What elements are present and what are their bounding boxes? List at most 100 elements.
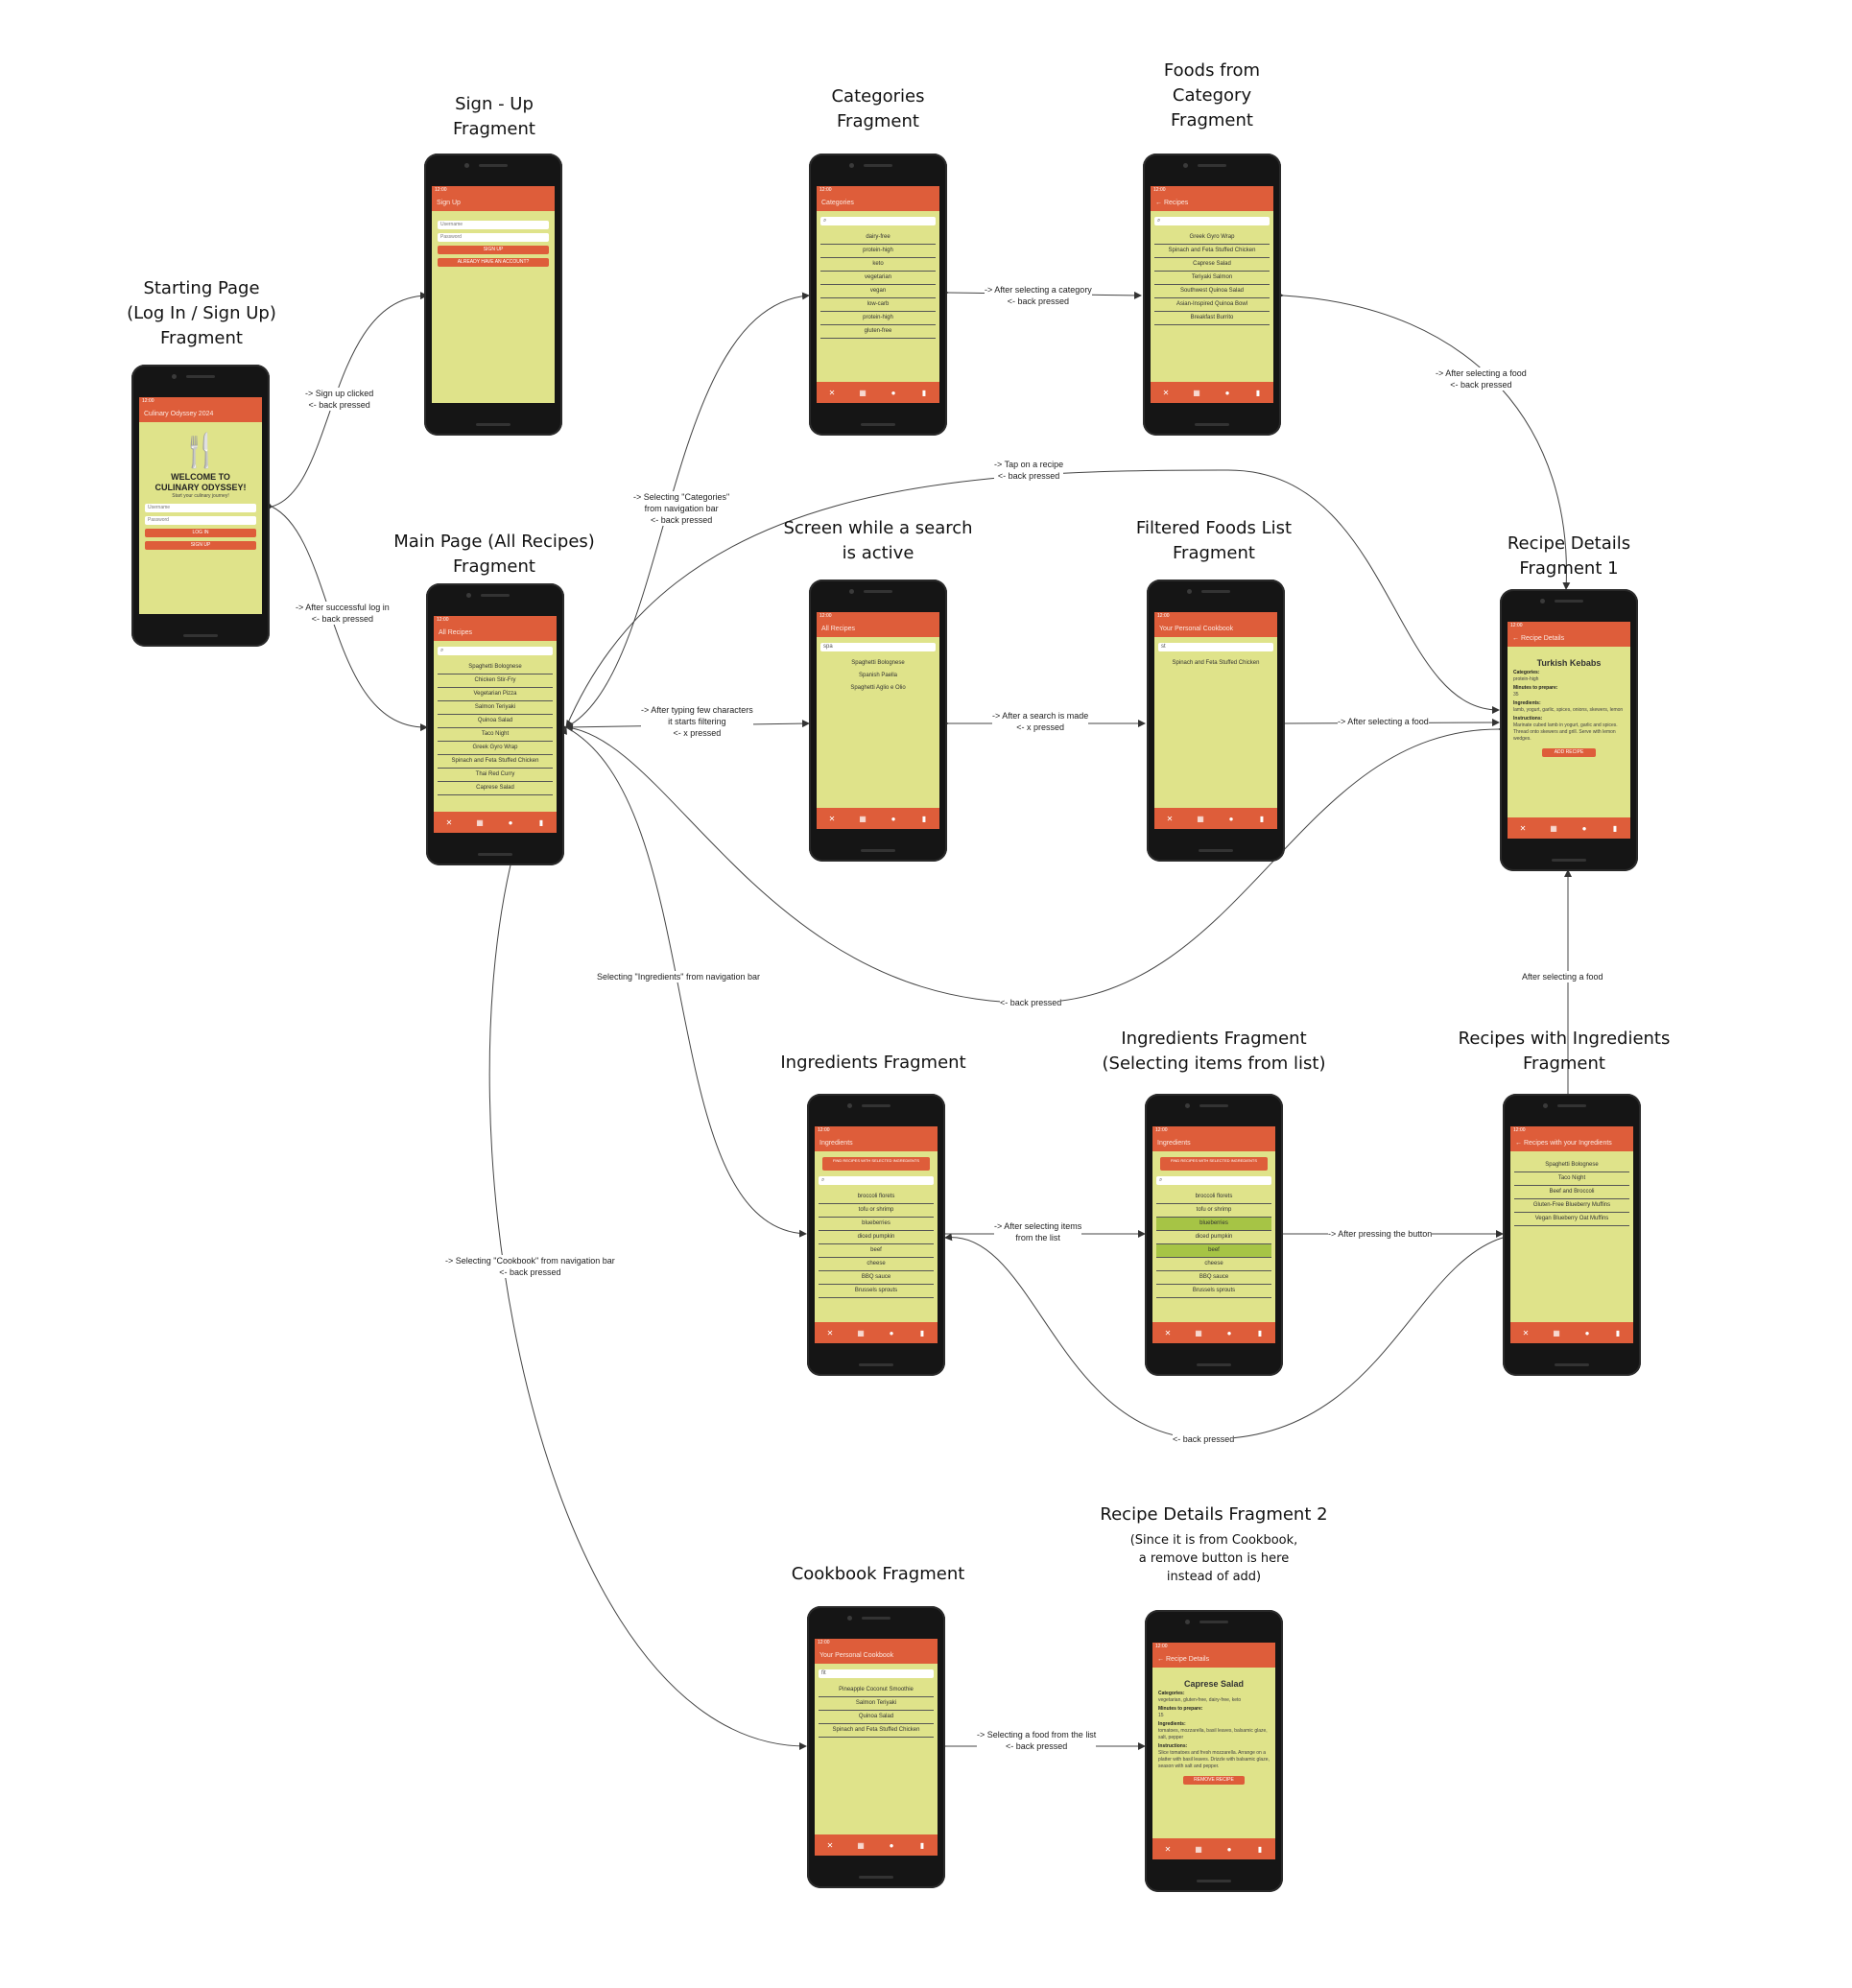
- book-icon[interactable]: ▮: [1257, 1844, 1263, 1854]
- search-input[interactable]: ⌕: [1156, 1176, 1271, 1185]
- ingredient-icon[interactable]: ●: [508, 817, 513, 827]
- ingredient-icon[interactable]: ●: [1584, 1328, 1590, 1337]
- password-field[interactable]: Password: [145, 516, 256, 525]
- book-icon[interactable]: ▮: [921, 814, 927, 823]
- ingredient-icon[interactable]: ●: [890, 814, 896, 823]
- list-item[interactable]: Chicken Stir-Fry: [438, 674, 553, 688]
- list-item[interactable]: Spinach and Feta Stuffed Chicken: [1154, 245, 1270, 258]
- ingredient-icon[interactable]: ●: [1581, 823, 1587, 833]
- list-item[interactable]: Spinach and Feta Stuffed Chicken: [438, 755, 553, 769]
- list-item[interactable]: Greek Gyro Wrap: [438, 742, 553, 755]
- username-field[interactable]: Username: [145, 504, 256, 512]
- book-icon[interactable]: ▮: [1257, 1328, 1263, 1337]
- find-recipes-button[interactable]: FIND RECIPES WITH SELECTED INGREDIENTS: [1160, 1157, 1268, 1171]
- list-item[interactable]: dairy-free: [820, 231, 936, 245]
- fork-knife-icon[interactable]: ✕: [1162, 388, 1170, 397]
- list-item[interactable]: protein-high: [820, 245, 936, 258]
- list-item[interactable]: Breakfast Burrito: [1154, 312, 1270, 325]
- grid-icon[interactable]: ▦: [476, 817, 484, 827]
- list-item[interactable]: Spinach and Feta Stuffed Chicken: [1172, 660, 1260, 666]
- add-recipe-button[interactable]: ADD RECIPE: [1542, 748, 1596, 757]
- list-item[interactable]: Thai Red Curry: [438, 769, 553, 782]
- list-item[interactable]: Spaghetti Bolognese: [851, 660, 905, 666]
- back-arrow-icon[interactable]: ←: [1157, 1656, 1164, 1663]
- fork-knife-icon[interactable]: ✕: [826, 1328, 834, 1337]
- have-account-button[interactable]: ALREADY HAVE AN ACCOUNT?: [438, 258, 549, 267]
- list-item[interactable]: Taco Night: [1514, 1172, 1629, 1186]
- list-item[interactable]: vegetarian: [820, 272, 936, 285]
- ingredient-icon[interactable]: ●: [1228, 814, 1234, 823]
- book-icon[interactable]: ▮: [1615, 1328, 1621, 1337]
- book-icon[interactable]: ▮: [538, 817, 544, 827]
- grid-icon[interactable]: ▦: [1193, 388, 1200, 397]
- list-item[interactable]: Salmon Teriyaki: [819, 1697, 934, 1711]
- grid-icon[interactable]: ▦: [1195, 1328, 1202, 1337]
- list-item[interactable]: Brussels sprouts: [819, 1285, 934, 1298]
- fork-knife-icon[interactable]: ✕: [828, 814, 836, 823]
- fork-knife-icon[interactable]: ✕: [1164, 1844, 1172, 1854]
- list-item[interactable]: Vegan Blueberry Oat Muffins: [1514, 1213, 1629, 1226]
- fork-knife-icon[interactable]: ✕: [1164, 1328, 1172, 1337]
- list-item[interactable]: Beef and Broccoli: [1514, 1186, 1629, 1199]
- search-input[interactable]: ⌕: [438, 647, 553, 655]
- ingredient-icon[interactable]: ●: [1224, 388, 1230, 397]
- book-icon[interactable]: ▮: [921, 388, 927, 397]
- search-input[interactable]: ⌕: [819, 1176, 934, 1185]
- list-item[interactable]: Spaghetti Bolognese: [1514, 1159, 1629, 1172]
- username-field[interactable]: Username: [438, 221, 549, 229]
- list-item[interactable]: protein-high: [820, 312, 936, 325]
- ingredient-icon[interactable]: ●: [1226, 1328, 1232, 1337]
- fork-knife-icon[interactable]: ✕: [445, 817, 453, 827]
- fork-knife-icon[interactable]: ✕: [828, 388, 836, 397]
- list-item[interactable]: Caprese Salad: [438, 782, 553, 795]
- fork-knife-icon[interactable]: ✕: [826, 1840, 834, 1850]
- list-item[interactable]: blueberries: [819, 1218, 934, 1231]
- ingredient-icon[interactable]: ●: [1226, 1844, 1232, 1854]
- list-item[interactable]: gluten-free: [820, 325, 936, 339]
- list-item[interactable]: Spinach and Feta Stuffed Chicken: [819, 1724, 934, 1738]
- list-item[interactable]: Pineapple Coconut Smoothie: [819, 1684, 934, 1697]
- list-item[interactable]: tofu or shrimp: [1156, 1204, 1271, 1218]
- back-arrow-icon[interactable]: ←: [1515, 1140, 1522, 1147]
- list-item[interactable]: cheese: [819, 1258, 934, 1271]
- book-icon[interactable]: ▮: [1612, 823, 1618, 833]
- grid-icon[interactable]: ▦: [857, 1328, 865, 1337]
- list-item[interactable]: beef: [819, 1244, 934, 1258]
- list-item[interactable]: cheese: [1156, 1258, 1271, 1271]
- list-item[interactable]: Spanish Paella: [858, 673, 898, 678]
- book-icon[interactable]: ▮: [1255, 388, 1261, 397]
- book-icon[interactable]: ▮: [919, 1328, 925, 1337]
- list-item[interactable]: Taco Night: [438, 728, 553, 742]
- login-button[interactable]: LOG IN: [145, 529, 256, 537]
- list-item[interactable]: Teriyaki Salmon: [1154, 272, 1270, 285]
- signup-button[interactable]: SIGN UP: [145, 541, 256, 550]
- search-input[interactable]: ⌕: [1154, 217, 1270, 225]
- list-item[interactable]: vegan: [820, 285, 936, 298]
- list-item[interactable]: BBQ sauce: [819, 1271, 934, 1285]
- list-item[interactable]: Quinoa Salad: [438, 715, 553, 728]
- list-item[interactable]: Salmon Teriyaki: [438, 701, 553, 715]
- fork-knife-icon[interactable]: ✕: [1166, 814, 1174, 823]
- remove-recipe-button[interactable]: REMOVE RECIPE: [1183, 1776, 1245, 1785]
- search-input[interactable]: st: [1158, 643, 1273, 651]
- list-item[interactable]: keto: [820, 258, 936, 272]
- fork-knife-icon[interactable]: ✕: [1522, 1328, 1530, 1337]
- list-item-selected[interactable]: beef: [1156, 1244, 1271, 1258]
- ingredient-icon[interactable]: ●: [889, 1328, 894, 1337]
- list-item[interactable]: Greek Gyro Wrap: [1154, 231, 1270, 245]
- list-item[interactable]: low-carb: [820, 298, 936, 312]
- list-item[interactable]: diced pumpkin: [1156, 1231, 1271, 1244]
- back-arrow-icon[interactable]: ←: [1155, 200, 1162, 206]
- grid-icon[interactable]: ▦: [1550, 823, 1557, 833]
- list-item[interactable]: broccoli florets: [1156, 1191, 1271, 1204]
- list-item[interactable]: Caprese Salad: [1154, 258, 1270, 272]
- grid-icon[interactable]: ▦: [1195, 1844, 1202, 1854]
- grid-icon[interactable]: ▦: [857, 1840, 865, 1850]
- password-field[interactable]: Password: [438, 233, 549, 242]
- ingredient-icon[interactable]: ●: [890, 388, 896, 397]
- list-item[interactable]: Gluten-Free Blueberry Muffins: [1514, 1199, 1629, 1213]
- book-icon[interactable]: ▮: [919, 1840, 925, 1850]
- list-item-selected[interactable]: blueberries: [1156, 1218, 1271, 1231]
- list-item[interactable]: BBQ sauce: [1156, 1271, 1271, 1285]
- find-recipes-button[interactable]: FIND RECIPES WITH SELECTED INGREDIENTS: [822, 1157, 930, 1171]
